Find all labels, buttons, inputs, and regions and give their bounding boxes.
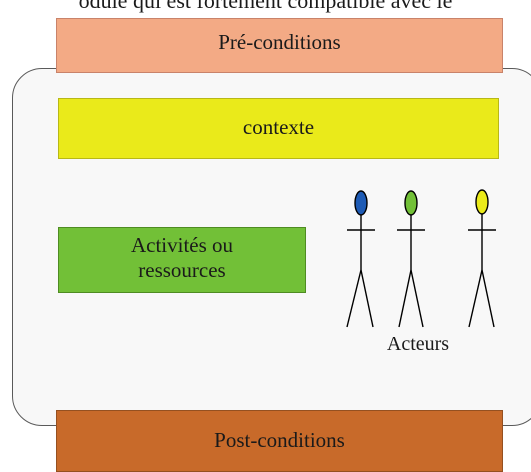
activities-label-line1: Activités ou <box>130 232 234 257</box>
actor-2 <box>397 190 425 328</box>
preconditions-box: Pré-conditions <box>56 18 503 73</box>
activities-label-line2: ressources <box>138 258 226 282</box>
postconditions-label: Post-conditions <box>214 428 345 453</box>
context-label: contexte <box>242 114 315 139</box>
postconditions-box: Post-conditions <box>56 410 503 472</box>
activities-box: Activités ou ressources <box>58 227 306 293</box>
actor-3 <box>468 189 496 328</box>
actor-1-head <box>354 190 368 216</box>
actor-3-head <box>475 189 489 215</box>
context-box: contexte <box>58 98 499 159</box>
actor-1 <box>346 190 375 328</box>
cropped-caption-text: odule qui est fortement compatible avec … <box>78 0 453 13</box>
preconditions-label: Pré-conditions <box>218 29 341 54</box>
actor-2-head <box>404 190 418 216</box>
activities-label: Activités ou ressources <box>131 233 233 283</box>
actors-label: Acteurs <box>386 333 450 355</box>
